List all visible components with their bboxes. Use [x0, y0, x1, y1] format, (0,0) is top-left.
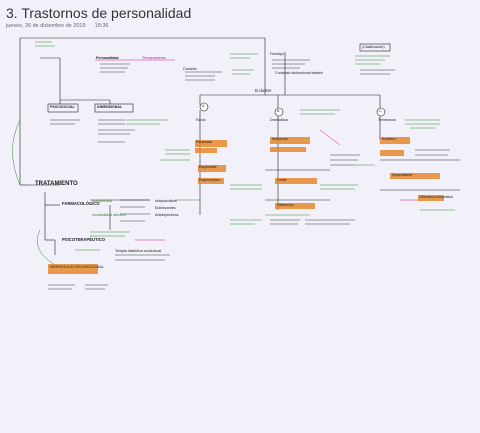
- page-date: jueves, 26 de diciembre de 2019 18:36: [6, 23, 108, 29]
- tabla-box-label: DESREGULACIÓN EMOCIONAL: [50, 265, 104, 269]
- esquizotipico-label: Esquizotípico: [199, 178, 221, 182]
- b-cluster-label: B cluster: [255, 88, 272, 93]
- dimensional-label: DIMENSIONAL: [97, 105, 123, 109]
- temerosos-label: Temerosos: [378, 118, 396, 122]
- cluster-a-label: A: [202, 104, 205, 108]
- fenotipo-label: Fenotipo: [270, 52, 284, 56]
- page-title: 3. Trastornos de personalidad: [6, 5, 192, 21]
- cluster-c-label: C: [379, 109, 382, 113]
- farmacologico-label: FARMACOLÓGICO: [62, 201, 100, 206]
- psicosocial-label: PSICOSOCIAL: [50, 105, 75, 109]
- obsesivo-label: Obsesivo-compulsivo: [419, 195, 454, 199]
- antidepresivos-label: Antidepresivos: [155, 213, 179, 217]
- dramaticos-label: Dramáticos: [270, 118, 289, 122]
- dialectica-label: Terapia dialéctica conductual: [115, 249, 162, 253]
- antisocial-label: Antisocial: [272, 137, 288, 141]
- dependiente-label: Dependiente: [392, 173, 413, 177]
- date-text: jueves, 26 de diciembre de 2019: [6, 23, 86, 29]
- limite-label: Límite: [277, 178, 287, 182]
- eutimizantes-label: Eutimizantes: [155, 206, 176, 210]
- caracter-label: Carácter: [183, 67, 197, 71]
- psicoterapeutico-label: PSICOTERAPÉUTICO: [62, 237, 106, 242]
- impulsividad-label: Impulsividad: [92, 199, 112, 203]
- antipsicoticos-label: Antipsicóticos: [155, 199, 177, 203]
- tratamiento-label: TRATAMIENTO: [35, 181, 78, 187]
- evitativo-label: Evitativo: [382, 137, 396, 141]
- raros-label: Raros: [196, 118, 206, 122]
- inestabilidad-label: Inestabilidad afectiva: [92, 213, 126, 217]
- esquizoide-label: Esquizoide: [199, 165, 217, 169]
- clasificacion-label: (Clasificación): [362, 45, 385, 49]
- time-text: 18:36: [94, 23, 109, 29]
- conducta-label: Conducta disfuncional estable: [275, 71, 323, 75]
- histrionico-label: Histriónico: [277, 203, 294, 207]
- personalidad-label: Personalidad: [96, 56, 119, 60]
- paranoide-label: Paranoide: [196, 140, 213, 144]
- temperamento-label: Temperamento: [142, 56, 166, 60]
- cluster-b-label: B: [277, 109, 280, 113]
